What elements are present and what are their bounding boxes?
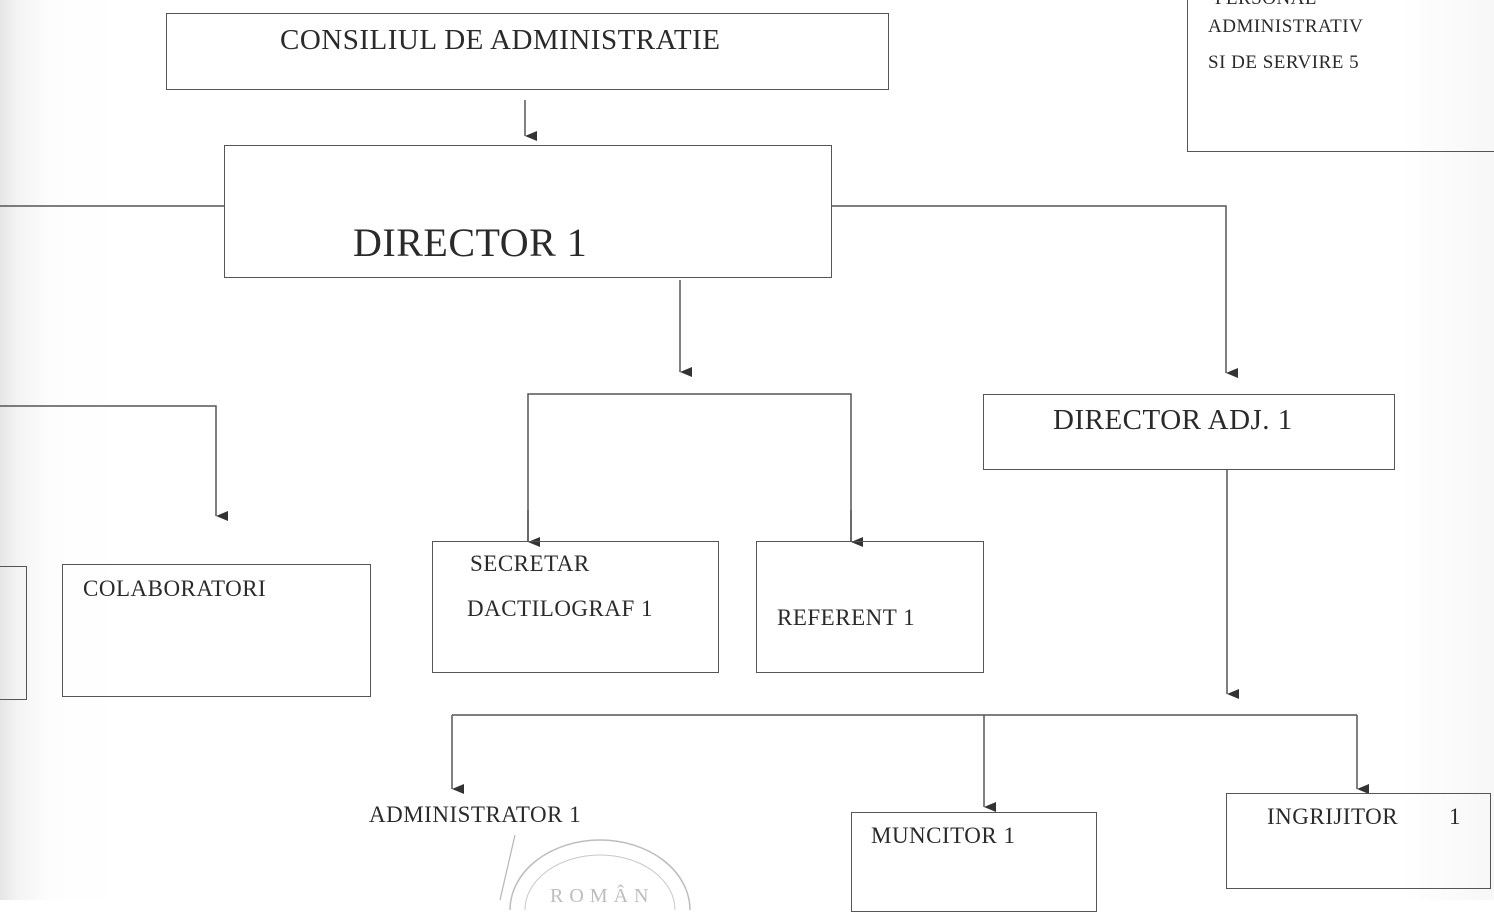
secretar-box	[432, 541, 719, 673]
secretar-label-line2: DACTILOGRAF 1	[467, 596, 654, 621]
director-adj-label: DIRECTOR ADJ. 1	[1053, 404, 1293, 436]
svg-text:ROMÂN: ROMÂN	[550, 884, 654, 907]
consiliul-label: CONSILIUL DE ADMINISTRATIE	[280, 24, 721, 56]
colaboratori-label: COLABORATORI	[83, 576, 267, 601]
line-director-right	[832, 205, 1238, 378]
director-label: DIRECTOR 1	[353, 220, 588, 265]
director-adj-box	[983, 394, 1395, 470]
referent-label: REFERENT 1	[777, 605, 916, 630]
secretar-label-line1: SECRETAR	[470, 551, 590, 576]
ingrijitor-label: INGRIJITOR	[1267, 804, 1399, 829]
colaboratori-box	[62, 564, 371, 697]
personal-label-line2: ADMINISTRATIV	[1208, 16, 1364, 37]
muncitor-label: MUNCITOR 1	[871, 823, 1016, 848]
administrator-label: ADMINISTRATOR 1	[369, 802, 582, 827]
ingrijitor-box	[1226, 793, 1491, 889]
stamp-seal-icon: ROMÂN	[499, 834, 691, 910]
personal-label-line3: SI DE SERVIRE 5	[1208, 52, 1360, 73]
personal-box	[1187, 0, 1494, 152]
line-branch-colaboratori	[0, 405, 228, 521]
director-box	[224, 145, 832, 278]
referent-box	[756, 541, 984, 673]
line-branch-secretar	[527, 393, 852, 542]
consiliul-box	[166, 13, 889, 90]
personal-label-line1: -PERSONAL	[1208, 0, 1317, 10]
ingrijitor-count: 1	[1449, 804, 1461, 829]
left-partial-box	[0, 566, 27, 700]
